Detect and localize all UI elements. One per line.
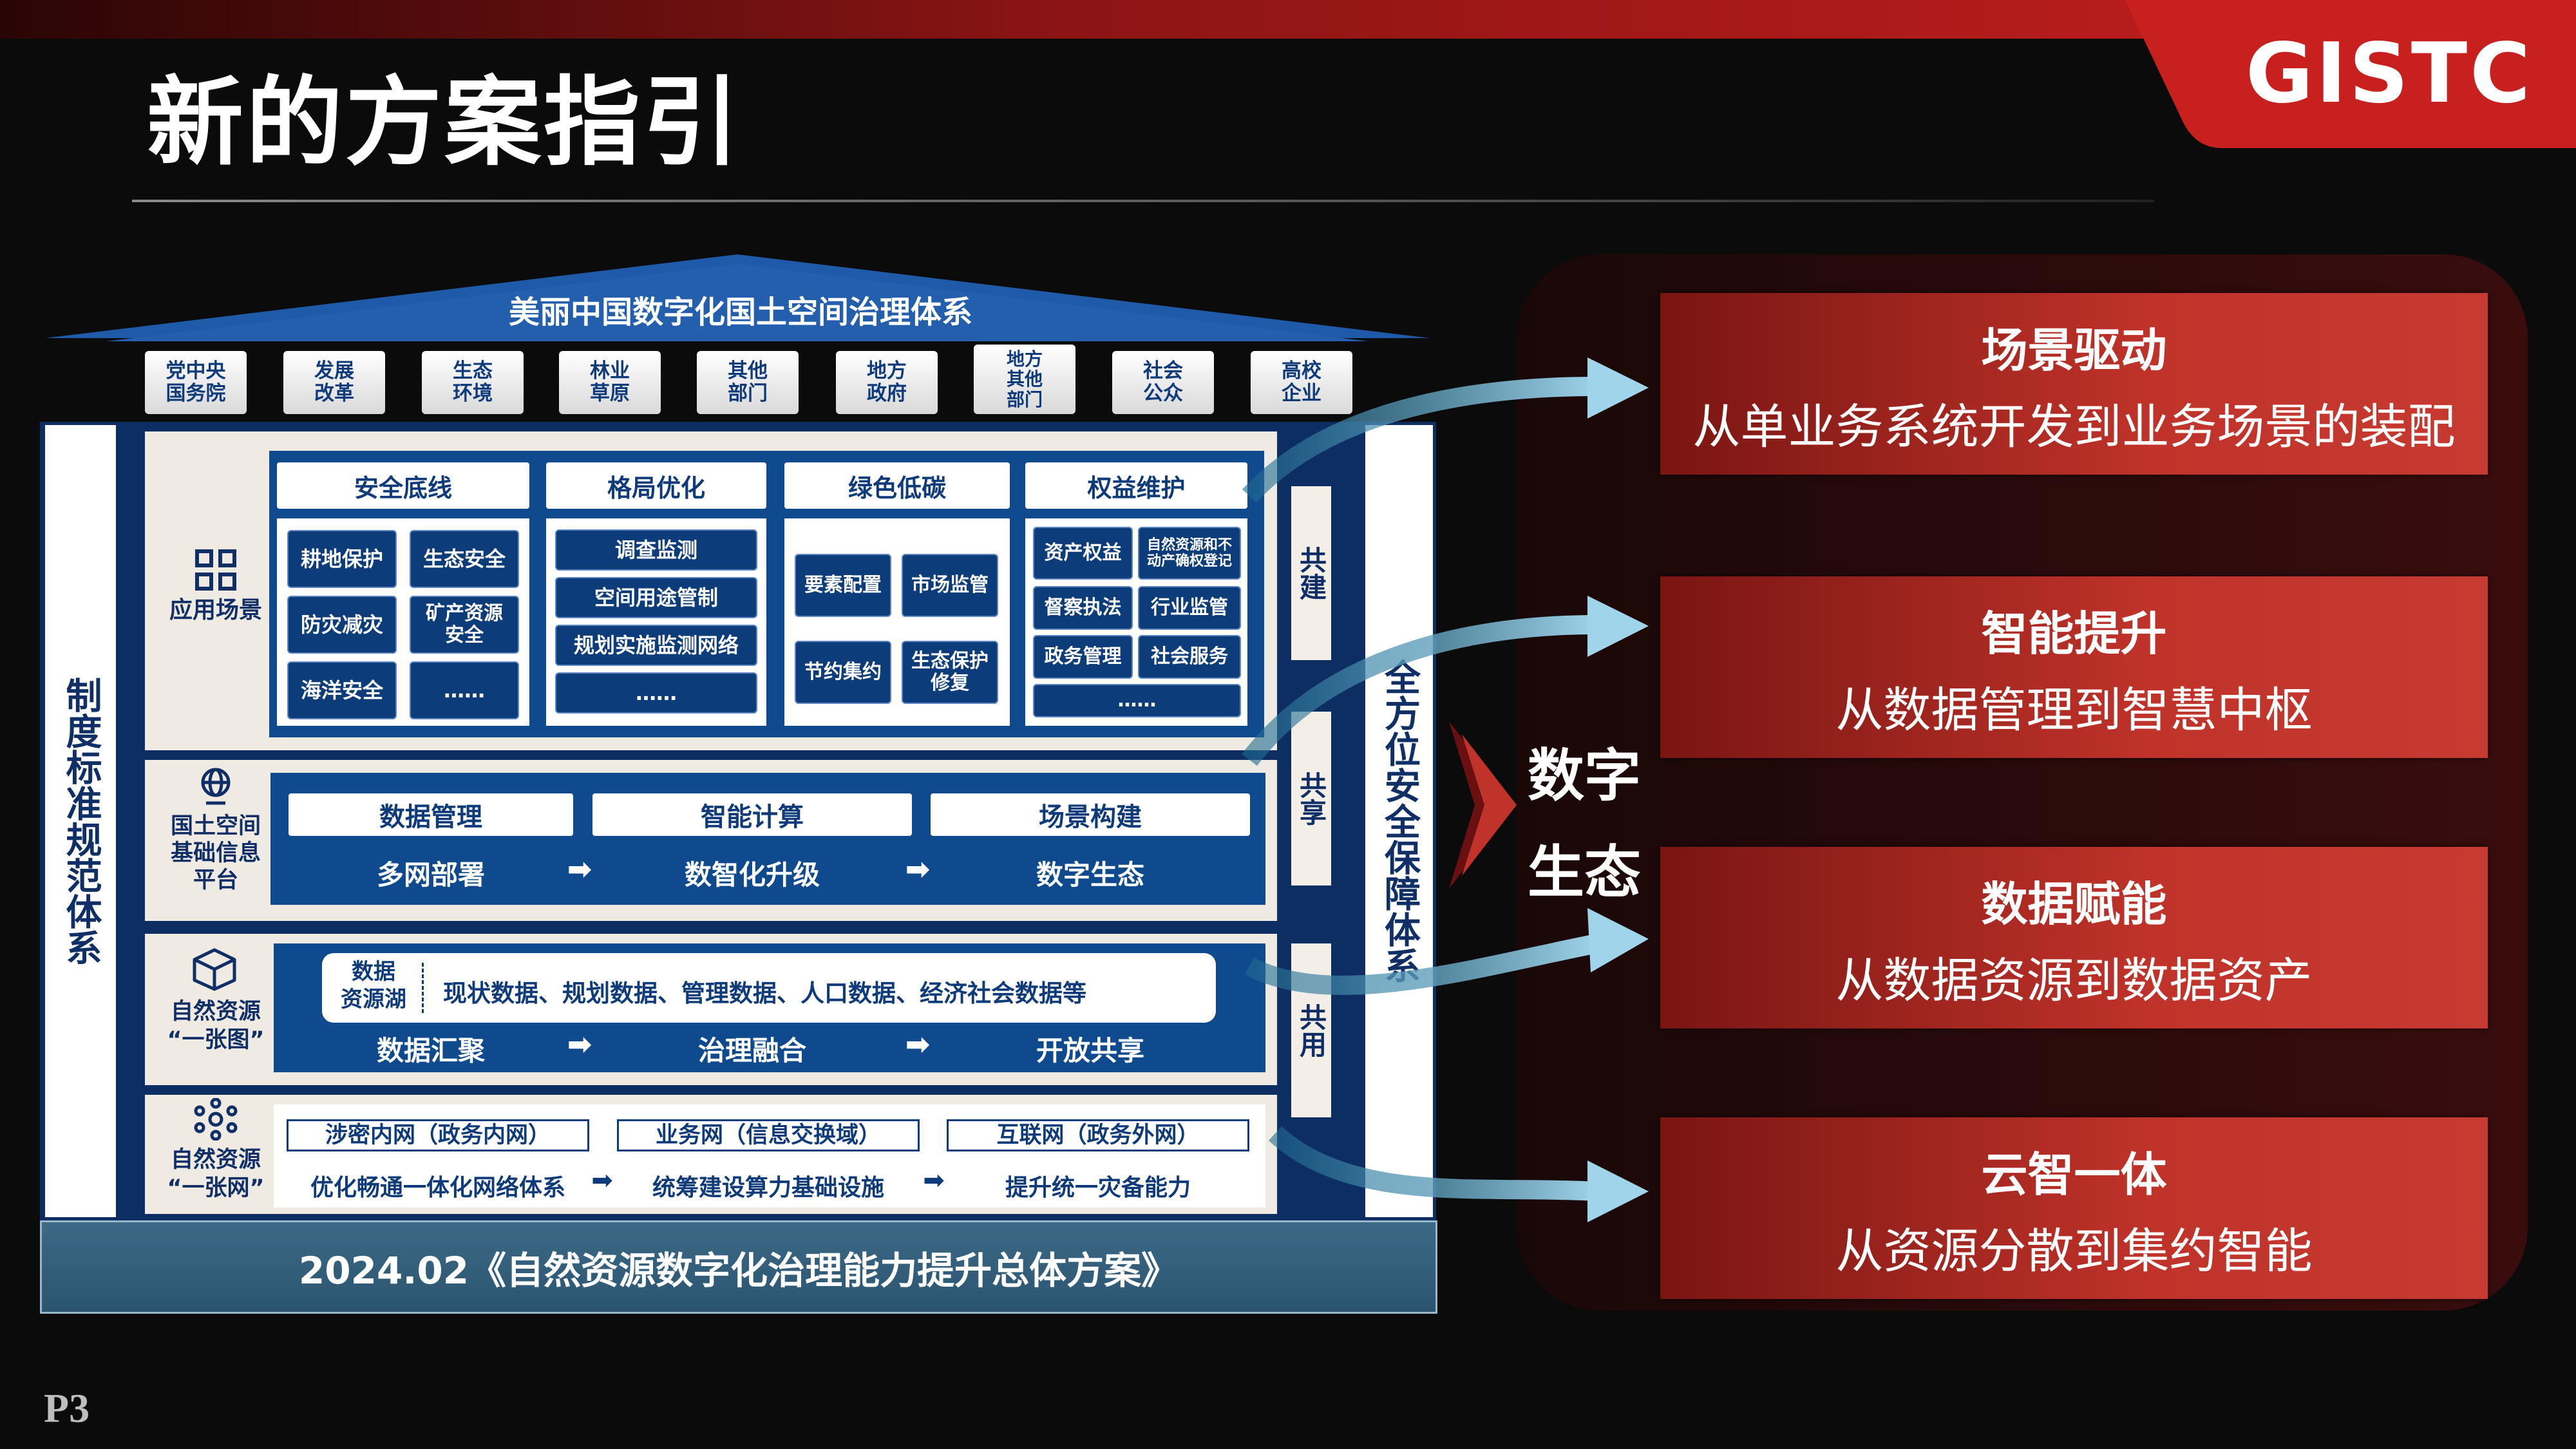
scenario-item: 资产权益 [1033,527,1133,580]
logo-backdrop [2125,0,2576,148]
bottom-banner: 2024.02《自然资源数字化治理能力提升总体方案》 [40,1220,1437,1314]
arrow-right-icon: ➡ [905,851,931,886]
flow-step: 统筹建设算力基础设施 [652,1175,884,1201]
platform-head: 智能计算 [592,793,912,836]
arrow-right-icon: ➡ [923,1166,945,1195]
platform-head: 场景构建 [931,793,1250,836]
card-subtitle: 从数据资源到数据资产 [1835,953,2313,1009]
flow-step: 治理融合 [697,1035,806,1066]
network-box: 涉密内网（政务内网） [287,1119,589,1151]
scenario-item: 要素配置 [795,554,891,617]
roof-shape [45,254,1430,341]
roof-title: 美丽中国数字化国土空间治理体系 [508,294,972,330]
shared-label: 共享 [1291,712,1331,886]
gistc-logo: GISTC [2245,26,2533,122]
scenario-item: 市场监管 [902,554,998,617]
left-pillar: 制度标准规范体系 [45,425,116,1217]
cube-icon [191,947,238,998]
arrow-right-icon: ➡ [567,1027,592,1061]
scenario-item: 防灾减灾 [287,596,397,654]
card-title: 数据赋能 [1981,877,2167,931]
flow-step: 数字生态 [1036,859,1144,891]
ecosystem-label: 数字 生态 [1527,743,1641,905]
scenario-item: 督察执法 [1033,586,1133,630]
grid-icon [174,547,258,599]
dept-box: 地方 其他 部门 [974,345,1075,414]
dept-box: 其他 部门 [697,351,799,414]
value-card: 智能提升 从数据管理到智慧中枢 [1660,576,2488,758]
data-lake-text: 现状数据、规划数据、管理数据、人口数据、经济社会数据等 [443,980,1086,1007]
scenario-item: 矿产资源 安全 [410,596,519,654]
scenario-item: 节约集约 [795,641,891,704]
scenario-item: 海洋安全 [287,661,397,719]
card-subtitle: 从资源分散到集约智能 [1835,1224,2313,1279]
arrow-right-icon: ➡ [567,851,592,886]
card-title: 云智一体 [1981,1148,2167,1202]
globe-icon [193,763,238,815]
data-lake-box [322,953,1216,1023]
dept-box: 地方 政府 [836,351,938,414]
scenario-item: 自然资源和不 动产确权登记 [1138,527,1241,580]
layer-label: 应用场景 [169,597,262,623]
flow-step: 开放共享 [1036,1035,1144,1066]
flow-step: 数据汇聚 [376,1035,485,1066]
group-title: 绿色低碳 [784,462,1010,509]
title-divider [132,200,2154,202]
dept-box: 生态 环境 [422,351,524,414]
data-lake-label: 数据 资源湖 [341,959,406,1012]
scenario-item: 调查监测 [555,529,757,571]
scenario-item: 社会服务 [1138,635,1241,679]
network-box: 业务网（信息交换域） [617,1119,920,1151]
value-card: 云智一体 从资源分散到集约智能 [1660,1117,2488,1299]
shared-label: 共建 [1291,486,1331,660]
scenario-item: 政务管理 [1033,635,1133,679]
flow-step: 提升统一灾备能力 [1005,1175,1191,1201]
value-card: 场景驱动 从单业务系统开发到业务场景的装配 [1660,293,2488,475]
page-number: P3 [44,1385,90,1431]
card-title: 智能提升 [1981,607,2167,661]
arrow-right-icon: ➡ [905,1027,931,1061]
group-title: 格局优化 [546,462,766,509]
scenario-item: 耕地保护 [287,530,397,588]
scenario-item: …… [1033,684,1241,717]
card-subtitle: 从数据管理到智慧中枢 [1835,683,2313,738]
arrow-right-icon: ➡ [591,1166,613,1195]
right-pillar: 全方位安全保障体系 [1365,425,1433,1217]
dept-box: 社会 公众 [1112,351,1214,414]
scenario-item: 规划实施监测网络 [555,625,757,666]
value-card: 数据赋能 从数据资源到数据资产 [1660,847,2488,1028]
scenario-item: 行业监管 [1138,586,1241,630]
layer-label: 自然资源 “一张图” [167,999,265,1053]
divider [422,963,424,1013]
platform-head: 数据管理 [289,793,573,836]
card-subtitle: 从单业务系统开发到业务场景的装配 [1692,399,2456,455]
card-title: 场景驱动 [1981,323,2167,377]
flow-step: 优化畅通一体化网络体系 [310,1175,565,1201]
scenario-item: …… [555,672,757,714]
layer-label: 国土空间 基础信息 平台 [170,813,261,893]
scenario-item: 生态保护 修复 [902,641,998,704]
scenario-item: 空间用途管制 [555,577,757,618]
scenario-item: 生态安全 [410,530,519,588]
dept-box: 林业 草原 [559,351,661,414]
group-title: 安全底线 [277,462,529,509]
network-box: 互联网（政务外网） [947,1119,1249,1151]
network-icon [193,1097,238,1147]
layer-label: 自然资源 “一张网” [167,1147,265,1201]
page-title: 新的方案指引 [147,67,743,179]
flow-step: 数智化升级 [684,859,820,891]
connector-arrows [1242,357,1649,1222]
dept-box: 高校 企业 [1251,351,1352,414]
flow-step: 多网部署 [376,859,485,891]
dept-box: 发展 改革 [283,351,385,414]
group-title: 权益维护 [1025,462,1247,509]
dept-box: 党中央 国务院 [145,351,247,414]
one-network-panel [274,1104,1265,1208]
scenario-item: …… [410,661,519,719]
chevron-right-icon [1449,721,1517,889]
